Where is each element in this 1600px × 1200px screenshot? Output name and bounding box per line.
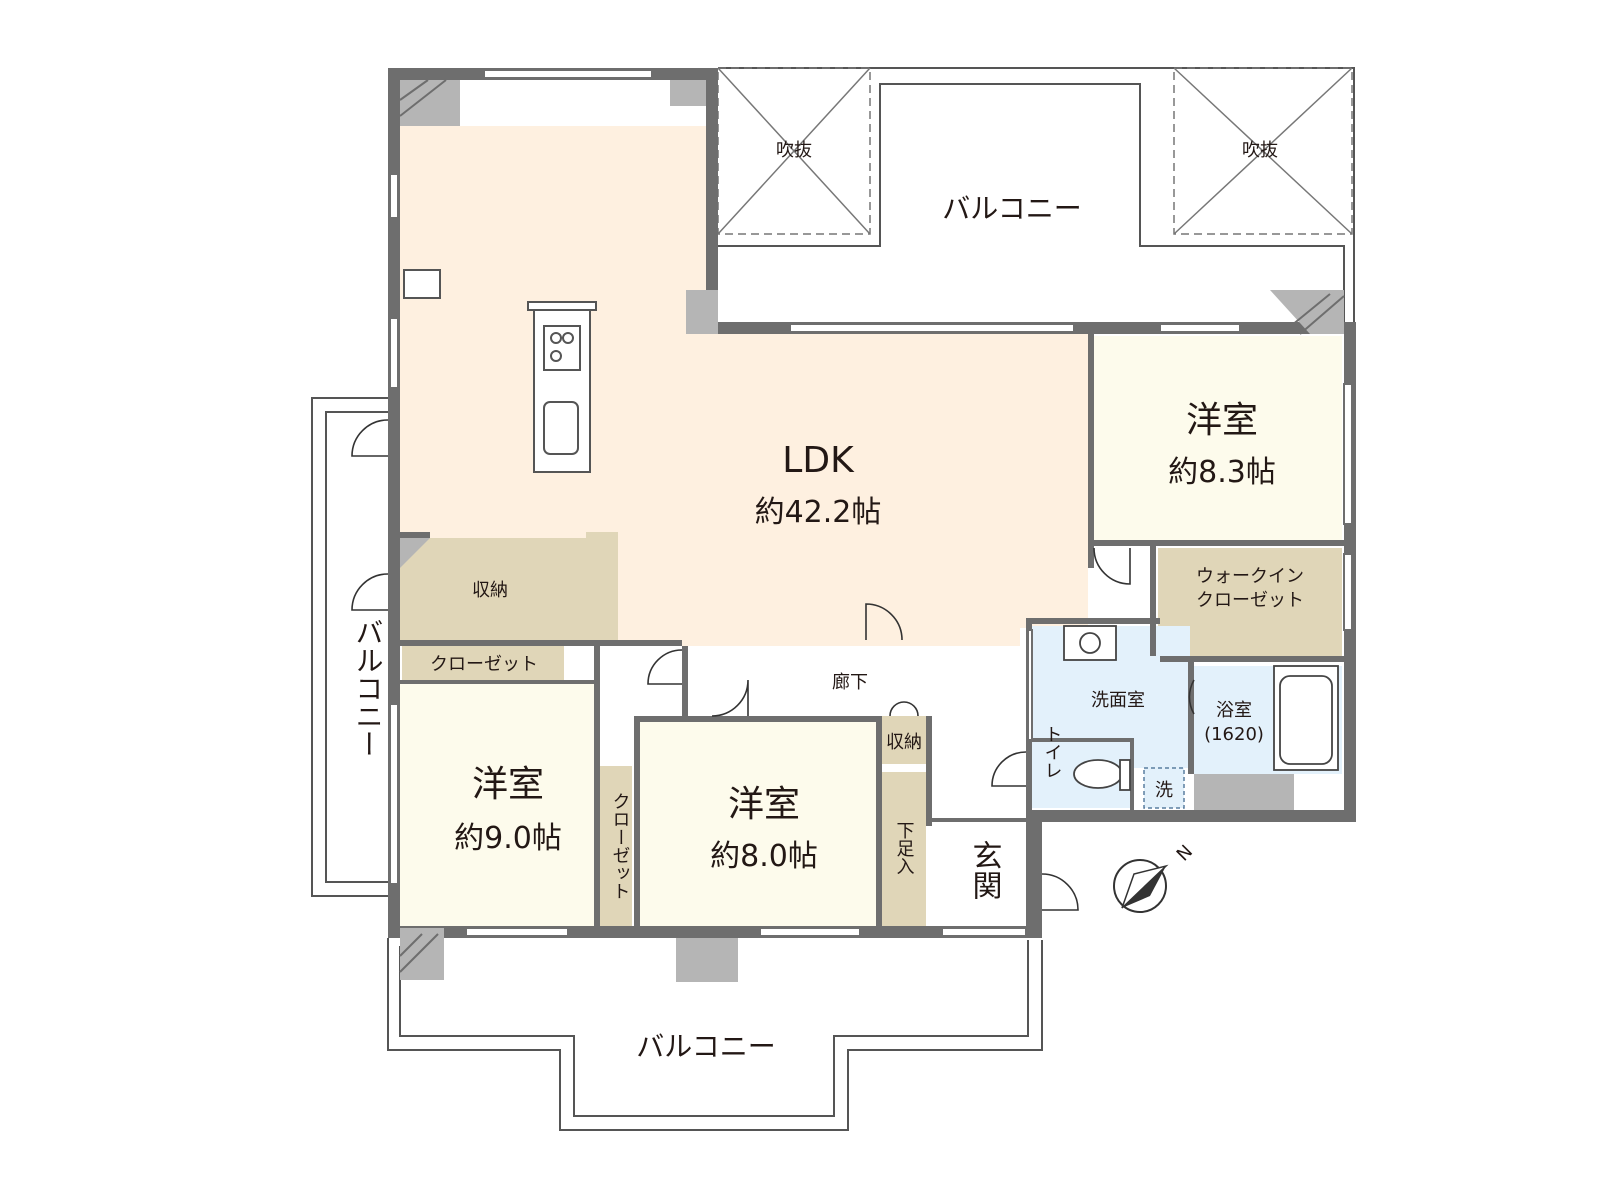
ldk-size: 約42.2帖 bbox=[755, 495, 882, 530]
bathtub bbox=[1273, 665, 1339, 771]
ldk-floor bbox=[400, 126, 1088, 646]
columns bbox=[400, 80, 1344, 982]
walkin-label-1: ウォークイン bbox=[1196, 566, 1304, 587]
washer-label: 洗 bbox=[1155, 780, 1173, 801]
closet-b bbox=[402, 646, 564, 680]
western-b-size: 約9.0帖 bbox=[454, 821, 562, 856]
kitchen-island bbox=[527, 301, 597, 473]
western-b-floor bbox=[400, 680, 594, 928]
compass-north-label: N bbox=[1173, 841, 1197, 865]
washroom-label: 洗面室 bbox=[1091, 690, 1145, 711]
ldk-name: LDK bbox=[782, 440, 855, 481]
storage-hall-label: 収納 bbox=[886, 732, 922, 753]
storage-hall bbox=[882, 716, 926, 764]
balcony-top-outline bbox=[718, 67, 1355, 332]
corridor-label: 廊下 bbox=[832, 672, 868, 693]
corridor-floor bbox=[686, 646, 1026, 716]
closet-c bbox=[598, 766, 632, 928]
void-right bbox=[1173, 67, 1353, 235]
balcony-bottom-label: バルコニー bbox=[636, 1030, 775, 1063]
balcony-left-outline bbox=[311, 397, 388, 897]
room-fills bbox=[400, 126, 1342, 932]
storage-steps bbox=[586, 532, 618, 640]
walkin-label-2: クローゼット bbox=[1196, 590, 1304, 611]
storage-ldk bbox=[400, 538, 586, 640]
balcony-left-label: バルコニー bbox=[352, 618, 385, 758]
doors bbox=[351, 419, 1195, 911]
western-c-floor bbox=[640, 722, 876, 928]
toilet-label: トイレ bbox=[1042, 725, 1063, 779]
void-left-label: 吹抜 bbox=[776, 140, 812, 161]
balcony-top-label: バルコニー bbox=[942, 192, 1081, 225]
bathroom-size-label: (1620) bbox=[1204, 724, 1264, 745]
western-c-name: 洋室 bbox=[728, 784, 800, 825]
fridge-space bbox=[403, 269, 441, 299]
western-a-name: 洋室 bbox=[1186, 400, 1258, 441]
western-a-floor bbox=[1094, 336, 1342, 542]
column-hatches bbox=[399, 79, 1345, 973]
wash-basin bbox=[1063, 625, 1117, 661]
western-c-size: 約8.0帖 bbox=[710, 839, 818, 874]
void-right-label: 吹抜 bbox=[1242, 140, 1278, 161]
shoe-storage bbox=[882, 772, 926, 928]
western-b-name: 洋室 bbox=[472, 764, 544, 805]
closet-c-label: クローゼット bbox=[610, 792, 631, 900]
compass: N bbox=[1113, 841, 1197, 913]
western-a-size: 約8.3帖 bbox=[1168, 455, 1276, 490]
storage-ldk-label: 収納 bbox=[472, 580, 508, 601]
washer-area bbox=[1143, 767, 1185, 809]
windows bbox=[389, 69, 1353, 937]
bathroom-label: 浴室 bbox=[1216, 700, 1252, 721]
shoe-storage-label: 下足入 bbox=[894, 821, 915, 875]
balcony-bottom-outline bbox=[387, 938, 1043, 1131]
closet-b-label: クローゼット bbox=[430, 654, 538, 675]
entrance-label: 玄関 bbox=[967, 840, 1002, 900]
toilet-fixture bbox=[1073, 759, 1131, 791]
entrance-floor bbox=[940, 822, 1026, 932]
